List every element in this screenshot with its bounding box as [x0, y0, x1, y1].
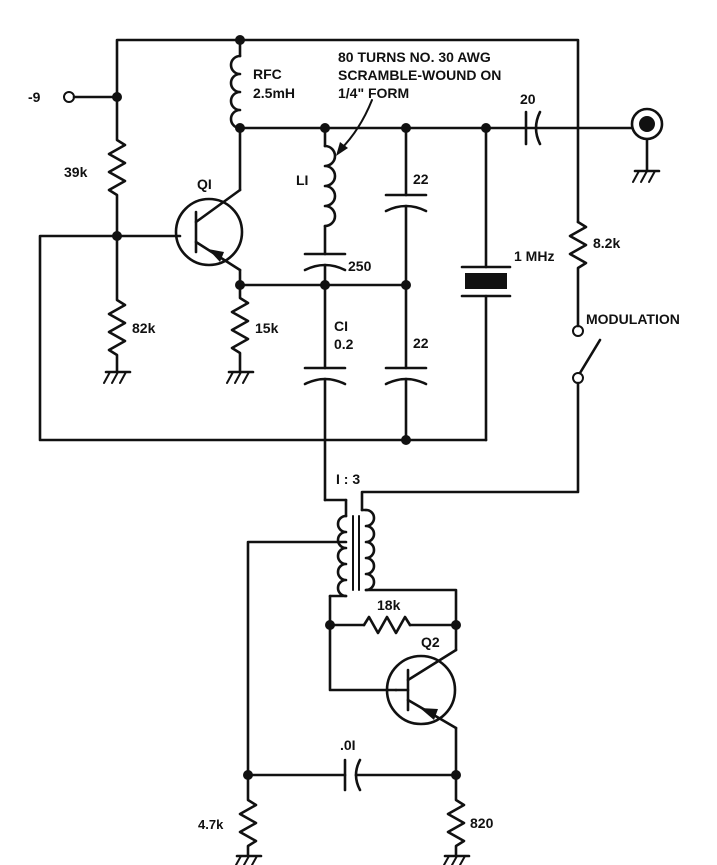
modulation-switch [360, 325, 602, 512]
r-39k-label: 39k [64, 164, 88, 180]
capacitor-22-top [384, 126, 428, 287]
capacitor-c1 [303, 283, 347, 502]
c1-value-label: 0.2 [334, 336, 354, 352]
modulation-label: MODULATION [586, 311, 680, 327]
transformer-1-3 [323, 498, 458, 627]
transformer-ratio-label: I : 3 [336, 471, 360, 487]
capacitor-22-bottom [384, 283, 428, 442]
resistor-15k [226, 283, 255, 384]
output-connector [630, 107, 664, 183]
crystal-body [465, 273, 507, 289]
crystal-label: 1 MHz [514, 248, 554, 264]
resistor-8-2k [568, 220, 588, 328]
c-250-label: 250 [348, 258, 372, 274]
resistor-82k [103, 234, 132, 384]
coil-note-arrow [336, 99, 373, 156]
output-capacitor-20 [524, 110, 542, 146]
c-22-bottom-label: 22 [413, 335, 429, 351]
supply-label: -9 [28, 89, 41, 105]
l1-label: LI [296, 172, 308, 188]
q2-label: Q2 [421, 634, 440, 650]
resistor-820 [443, 773, 471, 865]
c-22-top-label: 22 [413, 171, 429, 187]
r-82k-label: 82k [132, 320, 156, 336]
inductor-l1 [323, 126, 337, 256]
r-18k-label: 18k [377, 597, 401, 613]
junction-dots [112, 35, 491, 780]
rfc-choke [229, 38, 242, 192]
q1-label: QI [197, 176, 212, 192]
capacitor-01 [246, 758, 458, 792]
rfc-name-label: RFC [253, 66, 282, 82]
output-cap-label: 20 [520, 91, 536, 107]
r-8-2k-label: 8.2k [593, 235, 620, 251]
r-4-7k-label: 4.7k [198, 817, 224, 832]
coil-note-line2: SCRAMBLE-WOUND ON [338, 67, 501, 83]
resistor-4-7k [235, 773, 263, 865]
supply-terminal [63, 91, 119, 103]
secondary-left-lead [246, 540, 348, 777]
q2-base-wire [328, 623, 398, 692]
resistor-18k [328, 615, 458, 635]
top-rail [115, 38, 580, 224]
rfc-value-label: 2.5mH [253, 85, 295, 101]
crystal-1mhz [460, 126, 512, 442]
transistor-q2 [385, 623, 458, 777]
resistor-39k [107, 95, 127, 238]
base-loop-wire [38, 234, 488, 442]
coil-note-line1: 80 TURNS NO. 30 AWG [338, 49, 491, 65]
r-820-label: 820 [470, 815, 494, 831]
c-01-label: .0I [340, 737, 356, 753]
c1-name-label: CI [334, 318, 348, 334]
r-15k-label: 15k [255, 320, 279, 336]
coil-note-line3: 1/4" FORM [338, 85, 409, 101]
transistor-q1 [174, 188, 244, 287]
